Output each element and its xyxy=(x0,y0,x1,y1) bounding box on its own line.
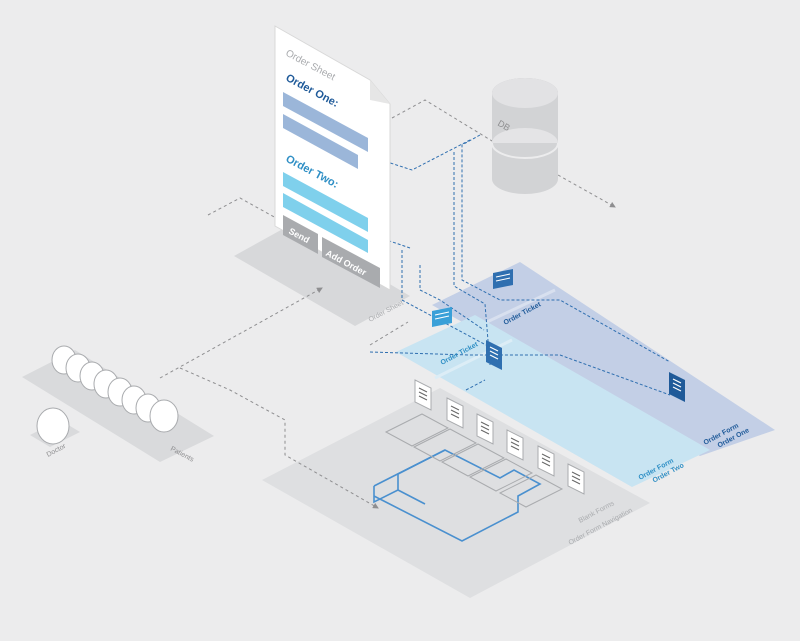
ticket-icon xyxy=(486,340,502,370)
order-form-one-panel xyxy=(432,262,775,456)
form-card-icon xyxy=(414,379,432,411)
form-card-icon xyxy=(506,429,524,461)
order-sheet-platform xyxy=(234,225,410,326)
form-card-icon xyxy=(537,445,555,477)
send-button[interactable] xyxy=(283,215,318,254)
form-card-icon xyxy=(567,463,585,495)
order-two-field-1[interactable] xyxy=(283,172,368,232)
ticket-icon xyxy=(432,307,452,327)
blank-forms xyxy=(414,379,585,495)
form-card-icon xyxy=(476,413,494,445)
navigation-floor xyxy=(262,388,650,598)
doctor-icon xyxy=(36,407,70,445)
form-card-icon xyxy=(446,397,464,429)
navigation-tree xyxy=(373,449,542,542)
ticket-icon xyxy=(493,269,513,289)
ticket-icon xyxy=(669,372,685,402)
database-icon xyxy=(491,78,559,194)
patient-icon xyxy=(149,399,179,433)
order-two-field-2[interactable] xyxy=(283,193,368,253)
order-one-field-1[interactable] xyxy=(283,92,368,152)
navigation-boxes xyxy=(384,413,564,508)
order-one-field-2[interactable] xyxy=(283,114,358,169)
patient-icons xyxy=(51,345,179,433)
add-order-button[interactable] xyxy=(322,237,380,288)
